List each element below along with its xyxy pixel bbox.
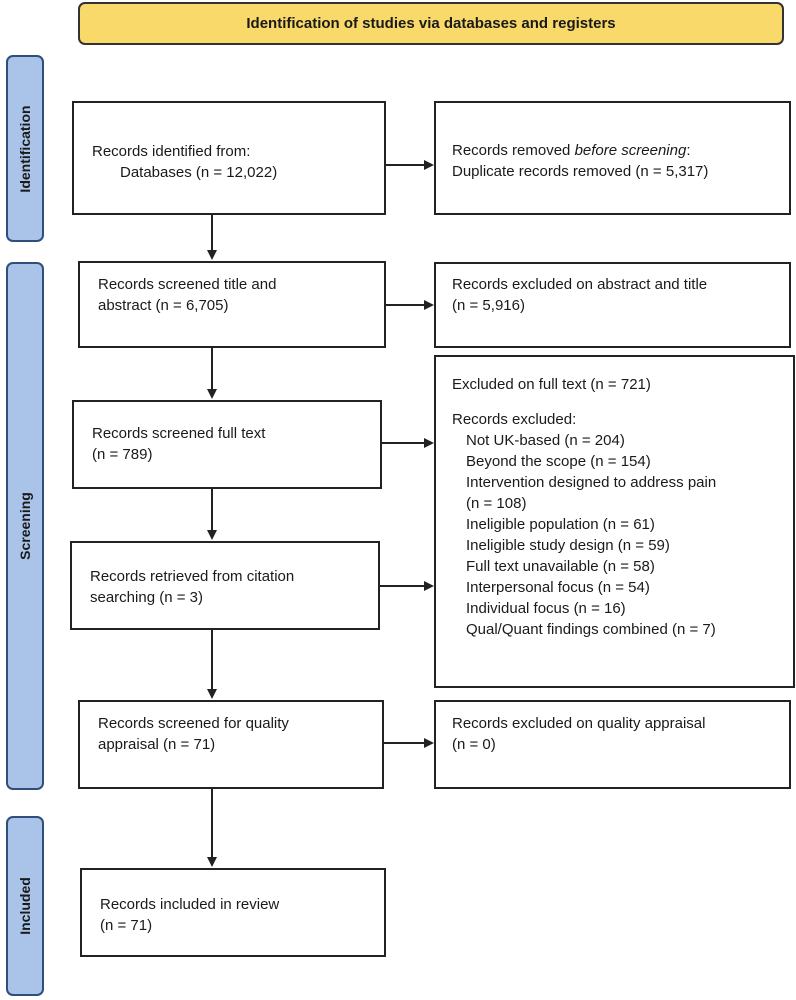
excluded-reason: Beyond the scope (n = 154) xyxy=(466,453,651,470)
excluded-reason: Qual/Quant findings combined (n = 7) xyxy=(466,621,716,638)
box-records-screened-title: Records screened title and abstract (n =… xyxy=(78,261,386,348)
stage-screening: Screening xyxy=(6,262,44,790)
box-records-screened-full: Records screened full text (n = 789) xyxy=(72,400,382,489)
box-excluded-full-title: Excluded on full text (n = 721) xyxy=(452,376,651,393)
excluded-reason: Not UK-based (n = 204) xyxy=(466,432,625,449)
excluded-reason: Ineligible study design (n = 59) xyxy=(466,537,670,554)
box-records-screened-full-line2: (n = 789) xyxy=(92,446,153,463)
flow-header: Identification of studies via databases … xyxy=(78,2,784,45)
excluded-reason: Ineligible population (n = 61) xyxy=(466,516,655,533)
box-records-quality-line1: Records screened for quality xyxy=(98,715,289,732)
box-records-citation-line2: searching (n = 3) xyxy=(90,589,203,606)
box-records-included-line2: (n = 71) xyxy=(100,917,153,934)
excluded-reason: Interpersonal focus (n = 54) xyxy=(466,579,650,596)
box-records-removed-suffix: : xyxy=(686,142,691,159)
box-records-citation-line1: Records retrieved from citation xyxy=(90,568,295,585)
box-records-screened-title-line1: Records screened title and xyxy=(98,276,277,293)
box-excluded-quality-line2: (n = 0) xyxy=(452,736,496,753)
box-excluded-abstract-line1: Records excluded on abstract and title xyxy=(452,276,708,293)
box-records-identified: Records identified from: Databases (n = … xyxy=(72,101,386,215)
box-excluded-abstract-line2: (n = 5,916) xyxy=(452,297,525,314)
excluded-reason: (n = 108) xyxy=(466,495,527,512)
excluded-reason: Full text unavailable (n = 58) xyxy=(466,558,655,575)
box-records-removed: Records removed before screening: Duplic… xyxy=(434,101,791,215)
box-excluded-full-subtitle: Records excluded: xyxy=(452,411,577,428)
box-records-removed-line1: Records removed before screening: xyxy=(452,140,789,161)
box-excluded-quality: Records excluded on quality appraisal (n… xyxy=(434,700,791,789)
box-records-identified-line2: Databases (n = 12,022) xyxy=(120,164,278,181)
box-records-citation: Records retrieved from citation searchin… xyxy=(70,541,380,630)
box-records-removed-prefix: Records removed xyxy=(452,142,575,159)
stage-included: Included xyxy=(6,816,44,996)
stage-identification: Identification xyxy=(6,55,44,242)
box-records-screened-title-line2: abstract (n = 6,705) xyxy=(98,297,229,314)
box-records-quality-line2: appraisal (n = 71) xyxy=(98,736,216,753)
box-records-screened-full-line1: Records screened full text xyxy=(92,425,266,442)
excluded-reason: Individual focus (n = 16) xyxy=(466,600,626,617)
flow-header-title: Identification of studies via databases … xyxy=(246,15,616,32)
box-records-removed-emphasis: before screening xyxy=(574,142,687,159)
box-records-removed-line2: Duplicate records removed (n = 5,317) xyxy=(452,163,709,180)
box-records-identified-line1: Records identified from: xyxy=(92,143,251,160)
box-records-included-line1: Records included in review xyxy=(100,896,280,913)
box-excluded-abstract: Records excluded on abstract and title (… xyxy=(434,262,791,348)
box-excluded-full: Excluded on full text (n = 721) Records … xyxy=(434,355,795,688)
box-records-included: Records included in review (n = 71) xyxy=(80,868,386,957)
box-excluded-quality-line1: Records excluded on quality appraisal xyxy=(452,715,706,732)
excluded-reason: Intervention designed to address pain xyxy=(466,474,717,491)
box-records-quality: Records screened for quality appraisal (… xyxy=(78,700,384,789)
